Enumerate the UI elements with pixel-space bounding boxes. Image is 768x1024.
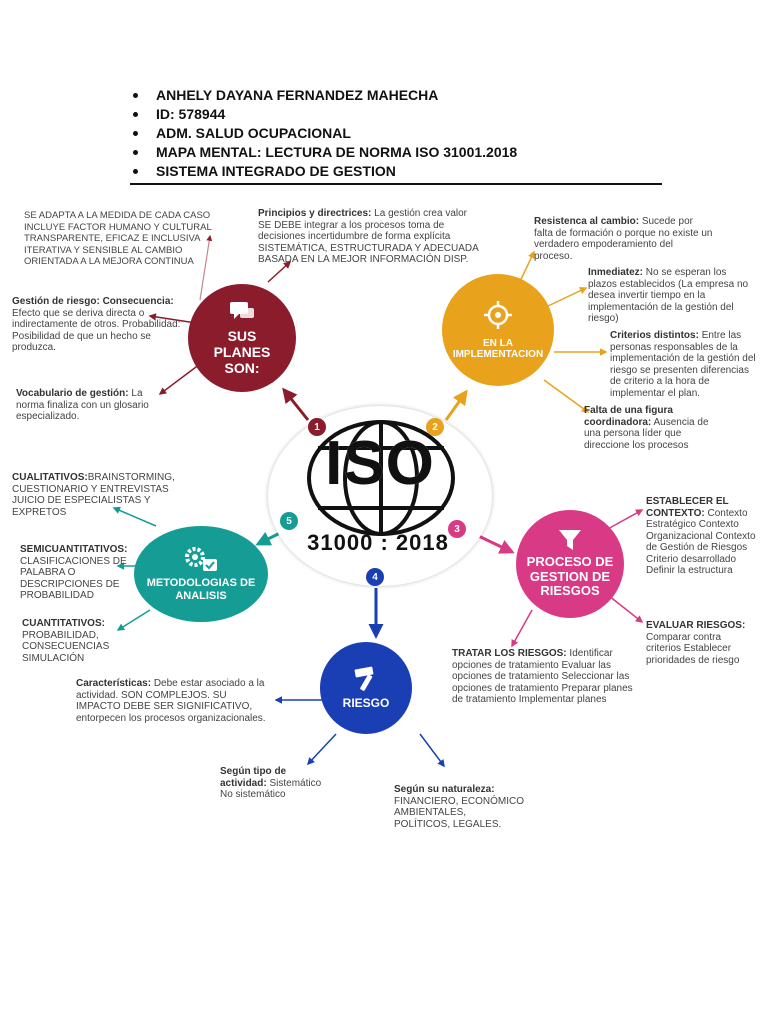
note-vocabulario-text: La norma finaliza con un glosario especi… xyxy=(16,388,149,422)
note-gestion-riesgo-text: Efecto que se deriva directa o indirecta… xyxy=(12,307,181,354)
note-gestion-riesgo: Gestión de riesgo: Consecuencia: Efecto … xyxy=(12,296,182,354)
note-vocabulario: Vocabulario de gestión: La norma finaliz… xyxy=(16,388,166,423)
note-falta-title: Falta de una figura coordinadora: xyxy=(584,405,673,428)
funnel-icon xyxy=(559,529,581,550)
note-principios: Principios y directrices: La gestión cre… xyxy=(258,208,482,266)
hammer-icon xyxy=(354,666,374,692)
node-planes: SUS PLANES SON: xyxy=(188,284,296,392)
note-tipo: Según tipo de actividad: Sistemático No … xyxy=(220,766,332,801)
node-riesgo: RIESGO xyxy=(320,642,412,734)
badge-4: 4 xyxy=(366,568,384,586)
note-inmediatez-title: Inmediatez: xyxy=(588,267,644,278)
note-cualitativos-text: BRAINSTORMING, CUESTIONARIO Y ENTREVISTA… xyxy=(12,472,175,518)
note-cuantitativos-text: PROBABILIDAD, CONSECUENCIAS SIMULACIÓN xyxy=(22,629,110,664)
badge-5: 5 xyxy=(280,512,298,530)
note-gestion-riesgo-title: Gestión de riesgo: Consecuencia: xyxy=(12,296,174,307)
note-criterios-title: Criterios distintos: xyxy=(610,330,699,341)
header-list: ANHELY DAYANA FERNANDEZ MAHECHA ID: 5789… xyxy=(130,86,662,185)
note-criterios: Criterios distintos: Entre las personas … xyxy=(610,330,762,399)
node-implementacion-label: EN LA IMPLEMENTACION xyxy=(452,337,544,361)
note-establecer-title: ESTABLECER EL CONTEXTO: xyxy=(646,496,729,519)
header-item-id: ID: 578944 xyxy=(130,105,662,124)
note-cuantitativos-title: CUANTITATIVOS: xyxy=(22,618,105,629)
note-falta-text: Ausencia de una persona líder que direcc… xyxy=(584,416,709,451)
note-naturaleza: Según su naturaleza: FINANCIERO, ECONÓMI… xyxy=(394,784,524,830)
note-semicuantitativos-title: SEMICUANTITATIVOS: xyxy=(20,544,128,555)
note-tratar-title: TRATAR LOS RIESGOS: xyxy=(452,648,567,659)
chat-icon xyxy=(230,301,254,319)
note-naturaleza-text: FINANCIERO, ECONÓMICO AMBIENTALES, POLÍT… xyxy=(394,795,525,830)
note-caracteristicas: Características: Debe estar asociado a l… xyxy=(76,678,272,724)
note-tipo-title: Según tipo de actividad: xyxy=(220,766,287,789)
note-vocabulario-title: Vocabulario de gestión: xyxy=(16,388,129,399)
badge-3: 3 xyxy=(448,520,466,538)
note-principios-text: La gestión crea valor SE DEBE integrar a… xyxy=(258,208,479,265)
note-evaluar-text: Comparar contra criterios Establecer pri… xyxy=(646,631,740,666)
note-evaluar-title: EVALUAR RIESGOS: xyxy=(646,620,746,631)
target-icon xyxy=(484,300,512,329)
note-caracteristicas-text: Debe estar asociado a la actividad. SON … xyxy=(76,678,266,724)
header-item-name: ANHELY DAYANA FERNANDEZ MAHECHA xyxy=(130,86,662,105)
node-gestion-label: PROCESO DE GESTION DE RIESGOS xyxy=(526,553,614,599)
note-resistencia-text: Sucede por falta de formación o porque n… xyxy=(534,216,713,262)
iso-logo-text: ISO xyxy=(325,429,435,498)
note-evaluar: EVALUAR RIESGOS: Comparar contra criteri… xyxy=(646,620,756,666)
note-falta: Falta de una figura coordinadora: Ausenc… xyxy=(584,405,714,451)
note-cuantitativos: CUANTITATIVOS: PROBABILIDAD, CONSECUENCI… xyxy=(22,618,134,664)
note-cualitativos: CUALITATIVOS:BRAINSTORMING, CUESTIONARIO… xyxy=(12,472,188,518)
note-establecer-text: Contexto Estratégico Contexto Organizaci… xyxy=(646,507,756,577)
note-semicuantitativos: SEMICUANTITATIVOS: CLASIFICACIONES DE PA… xyxy=(20,544,132,602)
header-item-subject: SISTEMA INTEGRADO DE GESTION xyxy=(130,162,662,181)
note-tipo-text: Sistemático No sistemático xyxy=(220,777,322,801)
note-naturaleza-title: Según su naturaleza: xyxy=(394,784,495,795)
note-resistencia-title: Resistenca al cambio: xyxy=(534,216,640,227)
badge-1: 1 xyxy=(308,418,326,436)
node-riesgo-label: RIESGO xyxy=(342,696,390,711)
note-semicuantitativos-text: CLASIFICACIONES DE PALABRA O DESCRIPCION… xyxy=(20,555,127,602)
header-item-topic: MAPA MENTAL: LECTURA DE NORMA ISO 31001.… xyxy=(130,143,662,162)
note-cualitativos-title: CUALITATIVOS: xyxy=(12,472,88,483)
gears-icon xyxy=(185,547,217,572)
note-adapta: SE ADAPTA A LA MEDIDA DE CADA CASO INCLU… xyxy=(24,210,212,267)
node-metodologias-label: METODOLOGIAS DE ANALISIS xyxy=(146,577,256,602)
note-caracteristicas-title: Características: xyxy=(76,678,152,689)
note-resistencia: Resistenca al cambio: Sucede por falta d… xyxy=(534,216,714,262)
node-implementacion: EN LA IMPLEMENTACION xyxy=(442,274,554,386)
note-inmediatez: Inmediatez: No se esperan los plazos est… xyxy=(588,267,758,325)
header-item-program: ADM. SALUD OCUPACIONAL xyxy=(130,124,662,143)
note-tratar-text: Identificar opciones de tratamiento Eval… xyxy=(452,648,633,705)
iso-standard-number: 31000 : 2018 xyxy=(307,530,449,555)
node-gestion: PROCESO DE GESTION DE RIESGOS xyxy=(516,510,624,618)
badge-2: 2 xyxy=(426,418,444,436)
note-establecer: ESTABLECER EL CONTEXTO: Contexto Estraté… xyxy=(646,496,764,577)
globe-icon xyxy=(307,420,455,536)
note-principios-title: Principios y directrices: xyxy=(258,208,372,219)
note-tratar: TRATAR LOS RIESGOS: Identificar opciones… xyxy=(452,648,644,706)
note-inmediatez-text: No se esperan los plazos establecidos (L… xyxy=(588,267,749,324)
node-metodologias: METODOLOGIAS DE ANALISIS xyxy=(134,526,268,622)
note-criterios-text: Entre las personas responsables de la im… xyxy=(610,330,756,399)
node-planes-label: SUS PLANES SON: xyxy=(213,327,271,377)
